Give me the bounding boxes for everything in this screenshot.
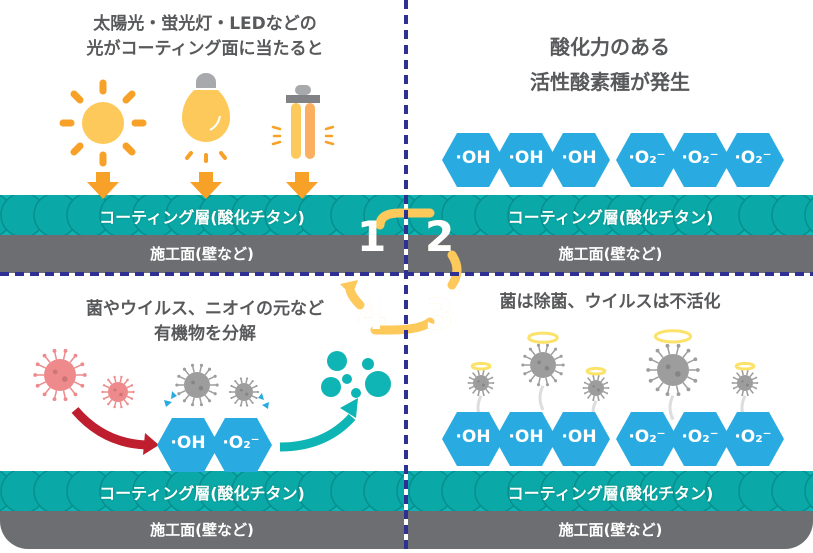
virus-icon: [101, 375, 135, 409]
q1-title-line: 太陽光・蛍光灯・LEDなどの: [93, 14, 317, 34]
quadrant-divider-horizontal: [0, 272, 813, 276]
coating-particle: [771, 471, 813, 511]
coating-particle: [804, 197, 813, 233]
hydroxyl-radical-hex: ·OH: [442, 412, 504, 466]
coating-particle: [396, 473, 404, 509]
q4-title: 菌は除菌、ウイルスは不活化: [440, 290, 780, 315]
virus-icon: [175, 363, 219, 407]
virus-icon: [646, 329, 700, 421]
step-4-badge: 4: [357, 290, 387, 339]
light-bulb-icon: [182, 73, 230, 163]
q4-title-line: 菌は除菌、ウイルスは不活化: [499, 292, 721, 312]
radical-label: ·OH: [455, 148, 491, 168]
step-1-badge: 1: [357, 212, 387, 261]
fluorescent-lamp-icon: [271, 85, 335, 159]
q1-title-line: 光がコーティング面に当たると: [86, 38, 324, 59]
q3-title-line: 有機物を分解: [154, 323, 256, 344]
coating-label: コーティング層(酸化チタン): [507, 484, 714, 503]
virus-icon: [33, 348, 87, 402]
coating-label: コーティング層(酸化チタン): [507, 208, 714, 227]
coating-label: コーティング層(酸化チタン): [99, 484, 305, 503]
down-arrow-icon: [87, 172, 119, 199]
quadrant-divider-vertical: [404, 0, 408, 553]
hydroxyl-radical-hex: ·OH: [442, 133, 504, 187]
virus-icon: [467, 361, 495, 421]
q3-title: 菌やウイルス、ニオイの元など 有機物を分解: [40, 297, 370, 346]
virus-icon: [521, 331, 565, 411]
radical-label: ·O₂⁻: [628, 148, 666, 168]
superoxide-radical-hex: ·O₂⁻: [616, 133, 678, 187]
radical-label: ·OH: [561, 148, 597, 168]
hydroxyl-radical-hex: ·OH: [548, 133, 610, 187]
radical-label: ·OH: [561, 427, 597, 447]
radical-label: ·O₂⁻: [734, 148, 772, 168]
wall-surface: 施工面(壁など): [0, 511, 404, 549]
hydroxyl-radical-hex: ·OH: [548, 412, 610, 466]
light-arrows: [87, 172, 318, 199]
radical-label: ·OH: [455, 427, 491, 447]
coating-layer: コーティング層(酸化チタン): [0, 195, 404, 235]
halo-icon: [653, 329, 693, 344]
q3-title-line: 菌やウイルス、ニオイの元など: [86, 299, 324, 319]
reaction-spark-icon: [164, 391, 269, 409]
step-2-badge: 2: [425, 212, 455, 261]
decompose-out-arrow-icon: [279, 413, 356, 452]
hydroxyl-radical-hex: ·OH: [495, 133, 557, 187]
coating-particle: [804, 473, 813, 509]
superoxide-radical-hex: ·O₂⁻: [669, 133, 731, 187]
wall-surface: 施工面(壁など): [408, 511, 813, 549]
coating-layer: コーティング層(酸化チタン): [408, 471, 813, 511]
hydroxyl-radical-hex: ·OH: [495, 412, 557, 466]
radical-label: ·OH: [170, 433, 206, 453]
hydroxyl-radical-hex: ·OH: [157, 418, 219, 472]
superoxide-radical-hex: ·O₂⁻: [722, 412, 784, 466]
coating-layer: コーティング層(酸化チタン): [408, 195, 813, 235]
coating-particle: [771, 195, 813, 235]
decompose-in-arrow-icon: [71, 407, 151, 450]
coating-layer: コーティング層(酸化チタン): [0, 471, 404, 511]
coating-particle: [363, 471, 404, 511]
virus-icon: [228, 377, 260, 407]
halo-icon: [585, 366, 607, 376]
radical-label: ·O₂⁻: [681, 427, 719, 447]
decomposed-particles: [321, 351, 391, 398]
q2-title-line: 活性酸素種が発生: [530, 70, 690, 94]
superoxide-radical-hex: ·O₂⁻: [669, 412, 731, 466]
q2-title: 酸化力のある 活性酸素種が発生: [440, 30, 780, 100]
wall-surface: 施工面(壁など): [0, 235, 404, 273]
coating-label: コーティング層(酸化チタン): [99, 208, 305, 227]
superoxide-radical-hex: ·O₂⁻: [210, 418, 272, 472]
halo-icon: [734, 361, 756, 371]
radical-label: ·OH: [508, 148, 544, 168]
cycle-arrowhead-icon: [340, 280, 358, 296]
radical-label: ·OH: [508, 427, 544, 447]
radical-label: ·O₂⁻: [628, 427, 666, 447]
radical-label: ·O₂⁻: [681, 148, 719, 168]
radical-label: ·O₂⁻: [734, 427, 772, 447]
halo-icon: [470, 361, 492, 371]
q2-title-line: 酸化力のある: [550, 35, 670, 59]
sun-icon: [59, 79, 147, 167]
step-3-badge: 3: [425, 290, 455, 339]
down-arrow-icon: [190, 172, 222, 199]
radical-label: ·O₂⁻: [222, 433, 260, 453]
halo-icon: [527, 331, 559, 344]
wall-surface: 施工面(壁など): [408, 235, 813, 273]
down-arrow-icon: [286, 172, 318, 199]
q1-title: 太陽光・蛍光灯・LEDなどの 光がコーティング面に当たると: [40, 12, 370, 61]
superoxide-radical-hex: ·O₂⁻: [616, 412, 678, 466]
superoxide-radical-hex: ·O₂⁻: [722, 133, 784, 187]
